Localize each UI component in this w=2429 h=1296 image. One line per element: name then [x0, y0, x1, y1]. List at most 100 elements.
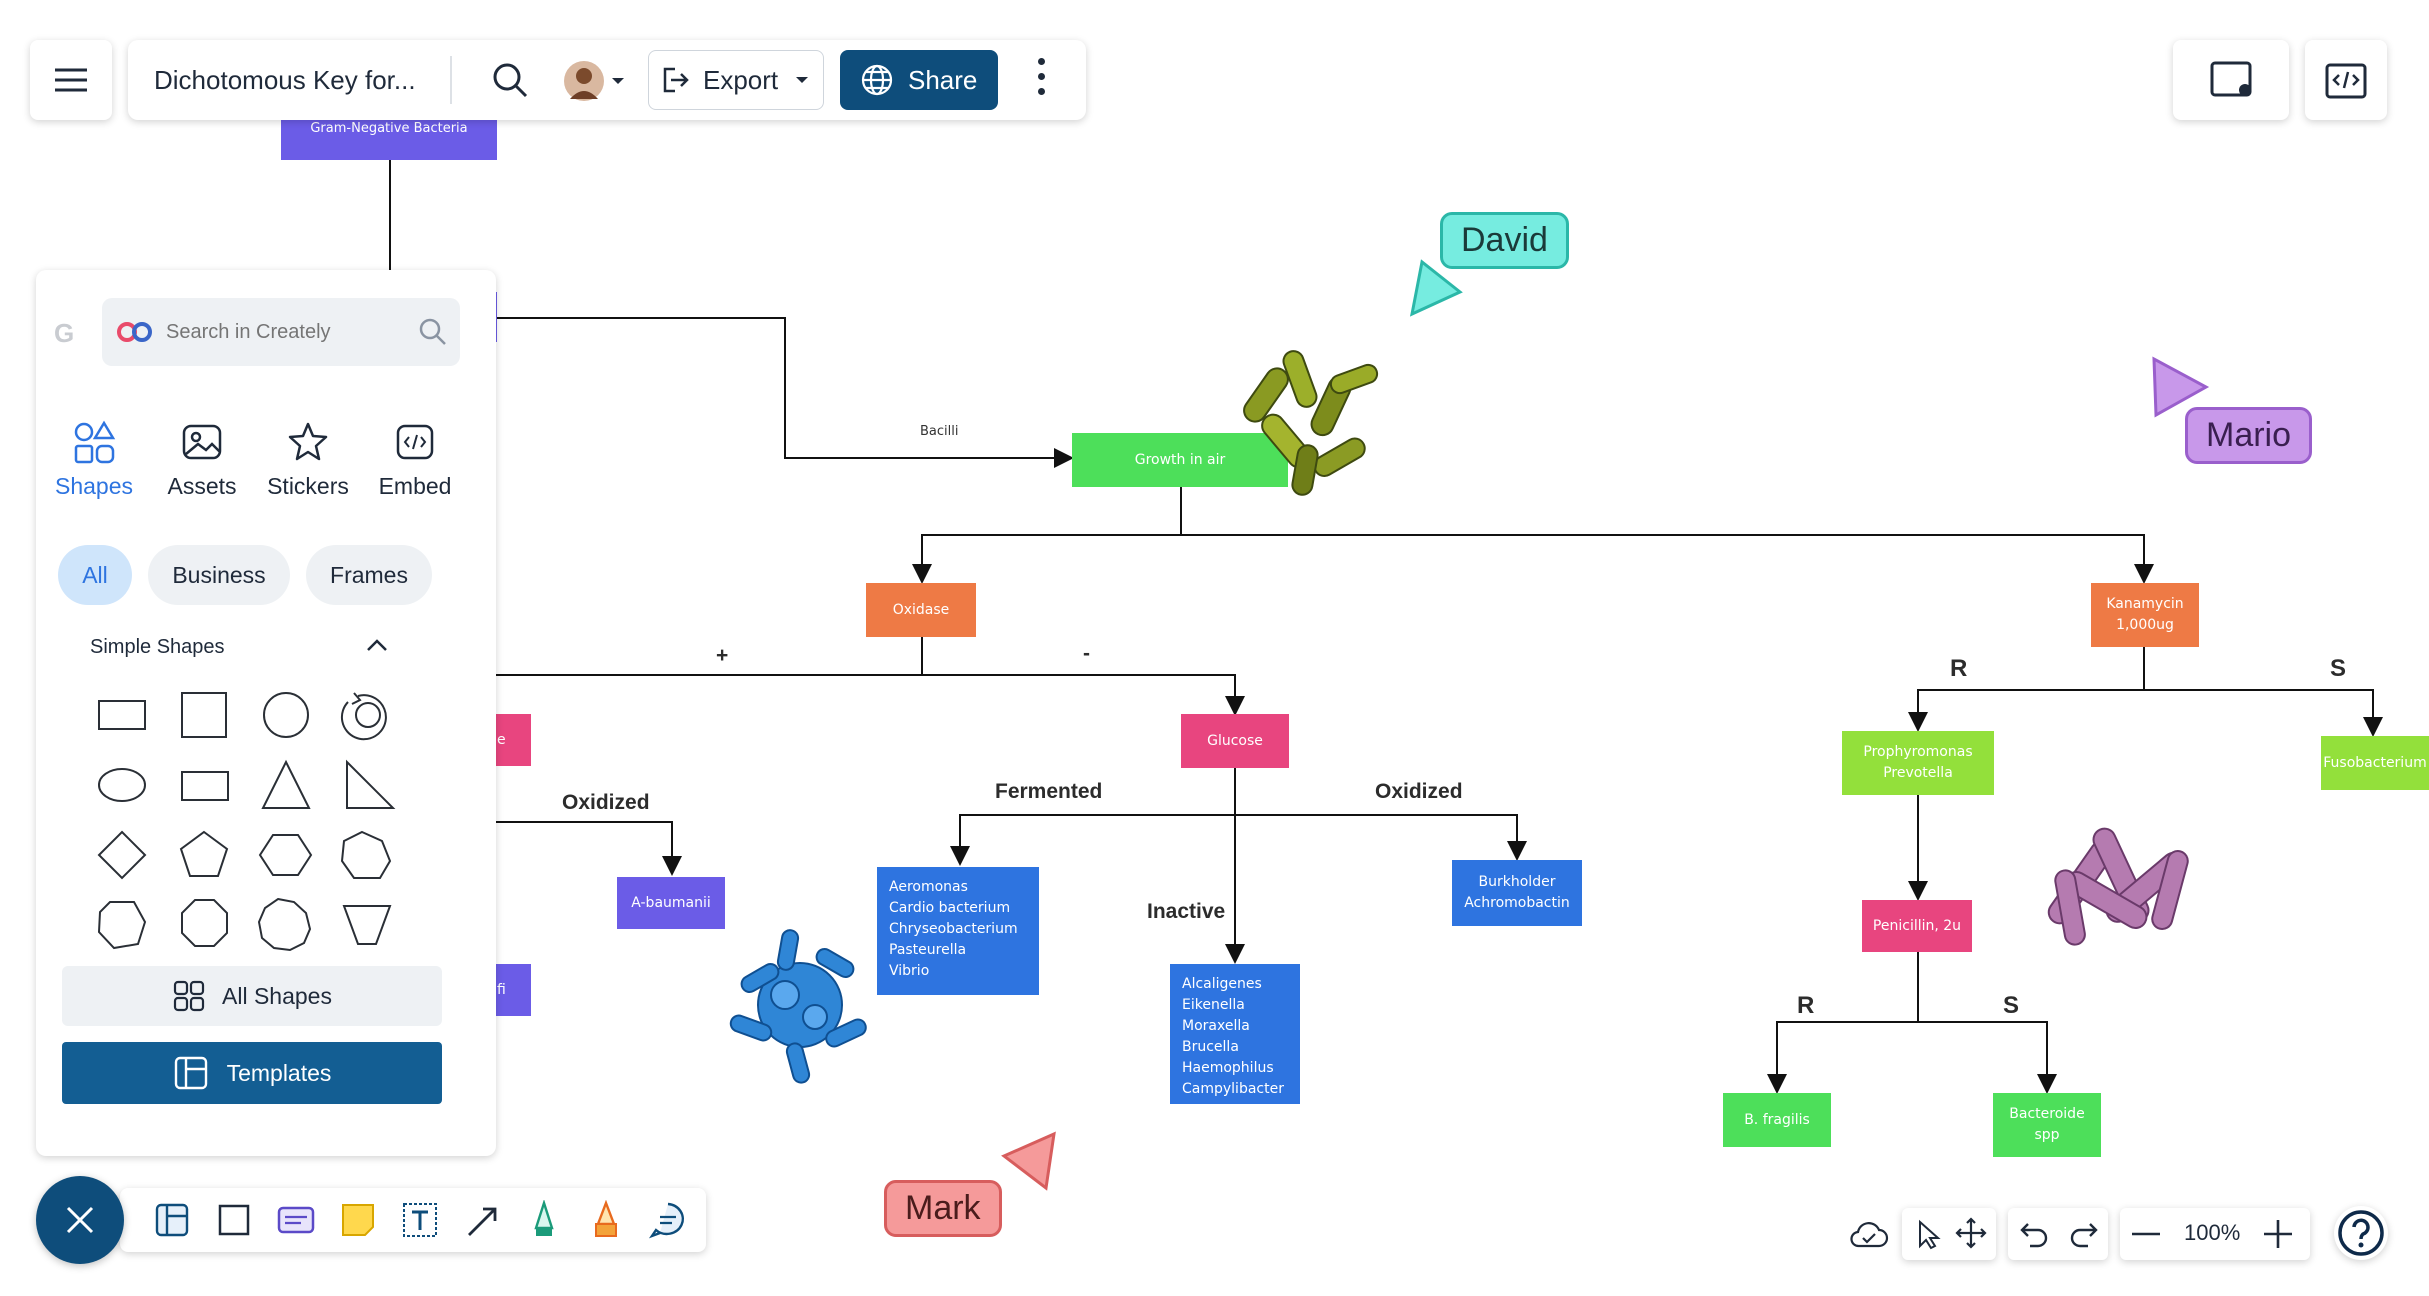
node-burkholder[interactable]: Burkholder Achromobactin	[1452, 860, 1582, 926]
shape-hexagon[interactable]	[258, 834, 313, 876]
tab-assets[interactable]: Assets	[152, 420, 252, 500]
undo-icon[interactable]	[2018, 1218, 2052, 1250]
tab-shapes[interactable]: Shapes	[44, 420, 144, 500]
pan-icon[interactable]	[1954, 1216, 1988, 1250]
shape-trapezoid[interactable]	[342, 905, 392, 945]
main-menu-button[interactable]	[30, 40, 112, 120]
search-button[interactable]	[486, 56, 534, 104]
tool-card[interactable]	[272, 1196, 320, 1244]
node-oxidase[interactable]: Oxidase	[866, 583, 976, 637]
tool-templates[interactable]	[148, 1196, 196, 1244]
shape-triangle[interactable]	[261, 759, 311, 809]
tool-pen[interactable]	[520, 1196, 568, 1244]
help-button[interactable]	[2334, 1206, 2388, 1260]
tool-sticky-note[interactable]	[334, 1196, 382, 1244]
chevron-up-icon[interactable]	[364, 636, 390, 656]
bacteria-sticker-blue[interactable]	[720, 925, 880, 1085]
embed-icon	[396, 424, 434, 460]
shape-octagon[interactable]	[97, 901, 147, 950]
tab-embed-label: Embed	[378, 473, 452, 499]
tab-embed[interactable]: Embed	[365, 420, 465, 500]
pointer-icon[interactable]	[1912, 1218, 1944, 1250]
tool-rectangle[interactable]	[210, 1196, 258, 1244]
node-growth-in-air[interactable]: Growth in air	[1072, 433, 1288, 487]
edge-label-s-top: S	[2330, 655, 2347, 682]
arrow-icon	[468, 1207, 497, 1236]
document-title[interactable]: Dichotomous Key for...	[154, 64, 416, 95]
node-bacteroide-line1: Bacteroide	[2009, 1106, 2085, 1122]
shape-circle[interactable]	[263, 692, 309, 738]
more-options-button[interactable]	[1026, 58, 1056, 102]
node-prophyromonas[interactable]: Prophyromonas Prevotella	[1842, 731, 1994, 795]
templates-button[interactable]: Templates	[62, 1042, 442, 1104]
tab-stickers[interactable]: Stickers	[258, 420, 358, 500]
node-partial-purple-fi[interactable]: fi	[495, 964, 531, 1016]
collaborators-dropdown[interactable]	[562, 58, 628, 104]
node-glucose[interactable]: Glucose	[1181, 714, 1289, 768]
shape-heptagon[interactable]	[340, 830, 392, 879]
chip-business[interactable]: Business	[148, 545, 290, 605]
tool-comment[interactable]	[644, 1196, 692, 1244]
presentation-button[interactable]	[2173, 40, 2289, 120]
bacteria-sticker-purple[interactable]	[2040, 815, 2210, 955]
shape-arc[interactable]	[340, 692, 387, 741]
chip-all[interactable]: All	[58, 545, 132, 605]
export-button[interactable]: Export	[648, 50, 824, 110]
node-kanamycin-line2: 1,000ug	[2116, 617, 2174, 633]
chevron-down-icon	[612, 78, 624, 84]
node-b-fragilis[interactable]: B. fragilis	[1723, 1093, 1831, 1147]
edge-label-fermented: Fermented	[995, 780, 1103, 803]
star-icon	[288, 422, 328, 461]
shape-pentagon[interactable]	[179, 830, 229, 877]
cursor-mark-icon	[1001, 1131, 1056, 1191]
node-partial-pink-e[interactable]: e	[495, 714, 531, 766]
help-icon	[2338, 1210, 2384, 1256]
tab-stickers-label: Stickers	[267, 473, 349, 499]
zoom-in-icon[interactable]	[2262, 1218, 2294, 1250]
shape-octagon-regular[interactable]	[181, 899, 228, 947]
assets-icon	[182, 424, 222, 460]
globe-icon	[861, 64, 893, 96]
tool-highlighter[interactable]	[582, 1196, 630, 1244]
shape-right-triangle[interactable]	[346, 759, 396, 809]
node-a-baumanii[interactable]: A-baumanii	[617, 877, 725, 929]
node-alcaligenes-line: Brucella	[1182, 1039, 1239, 1055]
node-bacteroide[interactable]: Bacteroide spp	[1993, 1093, 2101, 1157]
all-shapes-button[interactable]: All Shapes	[62, 966, 442, 1026]
zoom-out-icon[interactable]	[2130, 1222, 2162, 1246]
chip-frames[interactable]: Frames	[306, 545, 432, 605]
node-penicillin[interactable]: Penicillin, 2u	[1862, 900, 1972, 952]
share-button[interactable]: Share	[840, 50, 998, 110]
tool-connector[interactable]	[458, 1196, 506, 1244]
svg-text:G: G	[54, 318, 74, 348]
shape-square[interactable]	[181, 692, 227, 738]
shape-rectangle[interactable]	[98, 700, 146, 730]
tool-text[interactable]	[396, 1196, 444, 1244]
node-kanamycin[interactable]: Kanamycin 1,000ug	[2091, 583, 2199, 647]
sticky-note-icon	[342, 1204, 374, 1236]
node-fusobacterium[interactable]: Fusobacterium	[2321, 736, 2429, 790]
embed-code-button[interactable]	[2305, 40, 2387, 120]
zoom-level[interactable]: 100%	[2184, 1220, 2241, 1245]
shapes-icon	[74, 420, 116, 464]
edge-label-oxidized-left: Oxidized	[562, 791, 650, 814]
shape-ellipse[interactable]	[98, 768, 146, 802]
shape-diamond[interactable]	[97, 830, 147, 880]
hamburger-icon	[55, 68, 87, 92]
cursor-david-label: David	[1440, 212, 1569, 269]
shape-decagon[interactable]	[257, 897, 312, 952]
cursor-mario-icon	[2152, 356, 2210, 418]
shape-rounded-rectangle[interactable]	[181, 771, 229, 801]
node-bacteroide-line2: spp	[2034, 1127, 2060, 1143]
close-panel-button[interactable]	[36, 1176, 124, 1264]
bacteria-sticker-green[interactable]	[1235, 335, 1385, 505]
redo-icon[interactable]	[2066, 1218, 2100, 1250]
google-icon: G	[54, 318, 74, 348]
cloud-sync-status[interactable]	[1844, 1212, 1894, 1258]
node-aeromonas-line: Chryseobacterium	[889, 921, 1018, 937]
panel-search-input[interactable]	[164, 319, 418, 345]
panel-search-box[interactable]	[102, 298, 460, 366]
shape-arc-inner	[355, 702, 381, 728]
